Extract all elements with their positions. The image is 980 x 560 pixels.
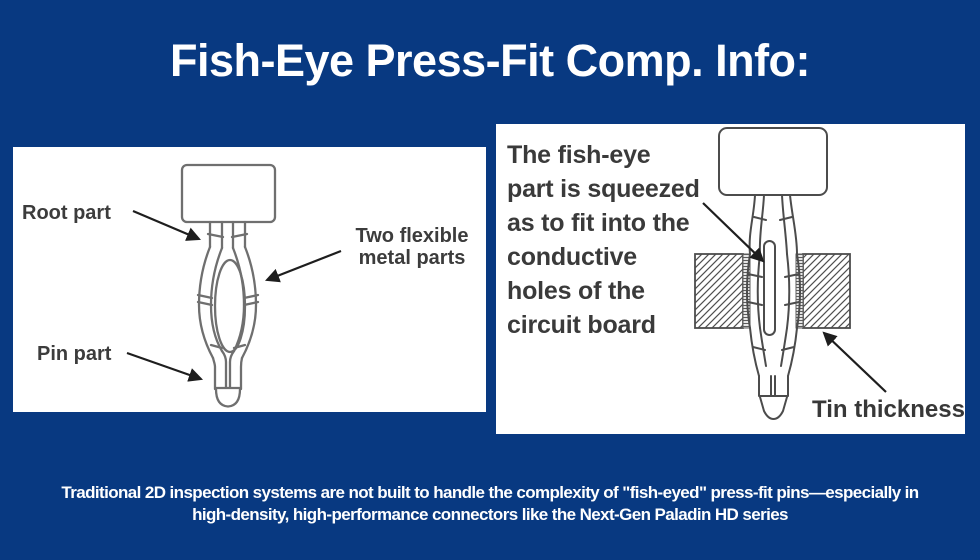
pin-tip — [759, 396, 788, 421]
bottom-caption: Traditional 2D inspection systems are no… — [0, 482, 980, 526]
in-board-bands — [746, 253, 801, 329]
flexible-parts-arrow — [265, 249, 342, 283]
squeeze-arrow — [702, 202, 765, 263]
description-line: The fish-eye — [507, 141, 651, 169]
pin-in-board-diagram — [694, 127, 887, 421]
right-diagram-panel: The fish-eye part is squeezed as to fit … — [496, 124, 965, 434]
pin-shank — [758, 375, 789, 397]
description-line: as to fit into the — [507, 209, 690, 237]
pin-head — [718, 127, 828, 196]
caption-line1: Traditional 2D inspection systems are no… — [61, 483, 919, 502]
press-fit-pin-diagram — [126, 163, 342, 408]
flexible-parts-line2: metal parts — [358, 247, 466, 269]
page-title: Fish-Eye Press-Fit Comp. Info: — [169, 35, 811, 86]
pin-slit — [763, 240, 776, 336]
root-part-label: Root part — [22, 202, 111, 224]
eye-hole — [213, 258, 247, 354]
flexible-band-right-outer — [240, 245, 258, 360]
squeezed-pin — [718, 127, 828, 421]
left-diagram-panel: Root part Two flexible metal parts Pin p… — [13, 147, 486, 412]
flexible-band-left-outer — [197, 245, 215, 360]
pcb-left-block — [694, 253, 744, 329]
description-line: conductive — [507, 243, 637, 271]
pin-neck-legs — [748, 194, 798, 255]
fish-eye-pin — [180, 163, 277, 408]
segment-ticks — [196, 232, 260, 350]
flexible-parts-label: Two flexible metal parts — [346, 225, 478, 269]
caption-line2: high-density, high-performance connector… — [192, 505, 788, 524]
pin-head — [180, 163, 277, 224]
pin-part-arrow — [126, 351, 204, 382]
squeeze-description: The fish-eye part is squeezed as to fit … — [507, 138, 700, 342]
lower-bands — [749, 327, 798, 377]
flexible-band-left-inner — [209, 246, 224, 353]
tin-thickness-label: Tin thickness — [812, 396, 965, 423]
segment-ticks — [747, 216, 800, 351]
description-line: circuit board — [507, 311, 656, 339]
pcb-right-block — [802, 253, 851, 329]
pin-shank — [211, 349, 244, 391]
description-line: part is squeezed — [507, 175, 700, 203]
root-part-arrow — [132, 209, 201, 241]
pin-tip — [214, 387, 242, 408]
description-line: holes of the — [507, 277, 645, 305]
pin-part-label: Pin part — [37, 343, 112, 365]
tin-thickness-arrow — [822, 331, 887, 393]
flexible-parts-line1: Two flexible — [355, 225, 469, 247]
